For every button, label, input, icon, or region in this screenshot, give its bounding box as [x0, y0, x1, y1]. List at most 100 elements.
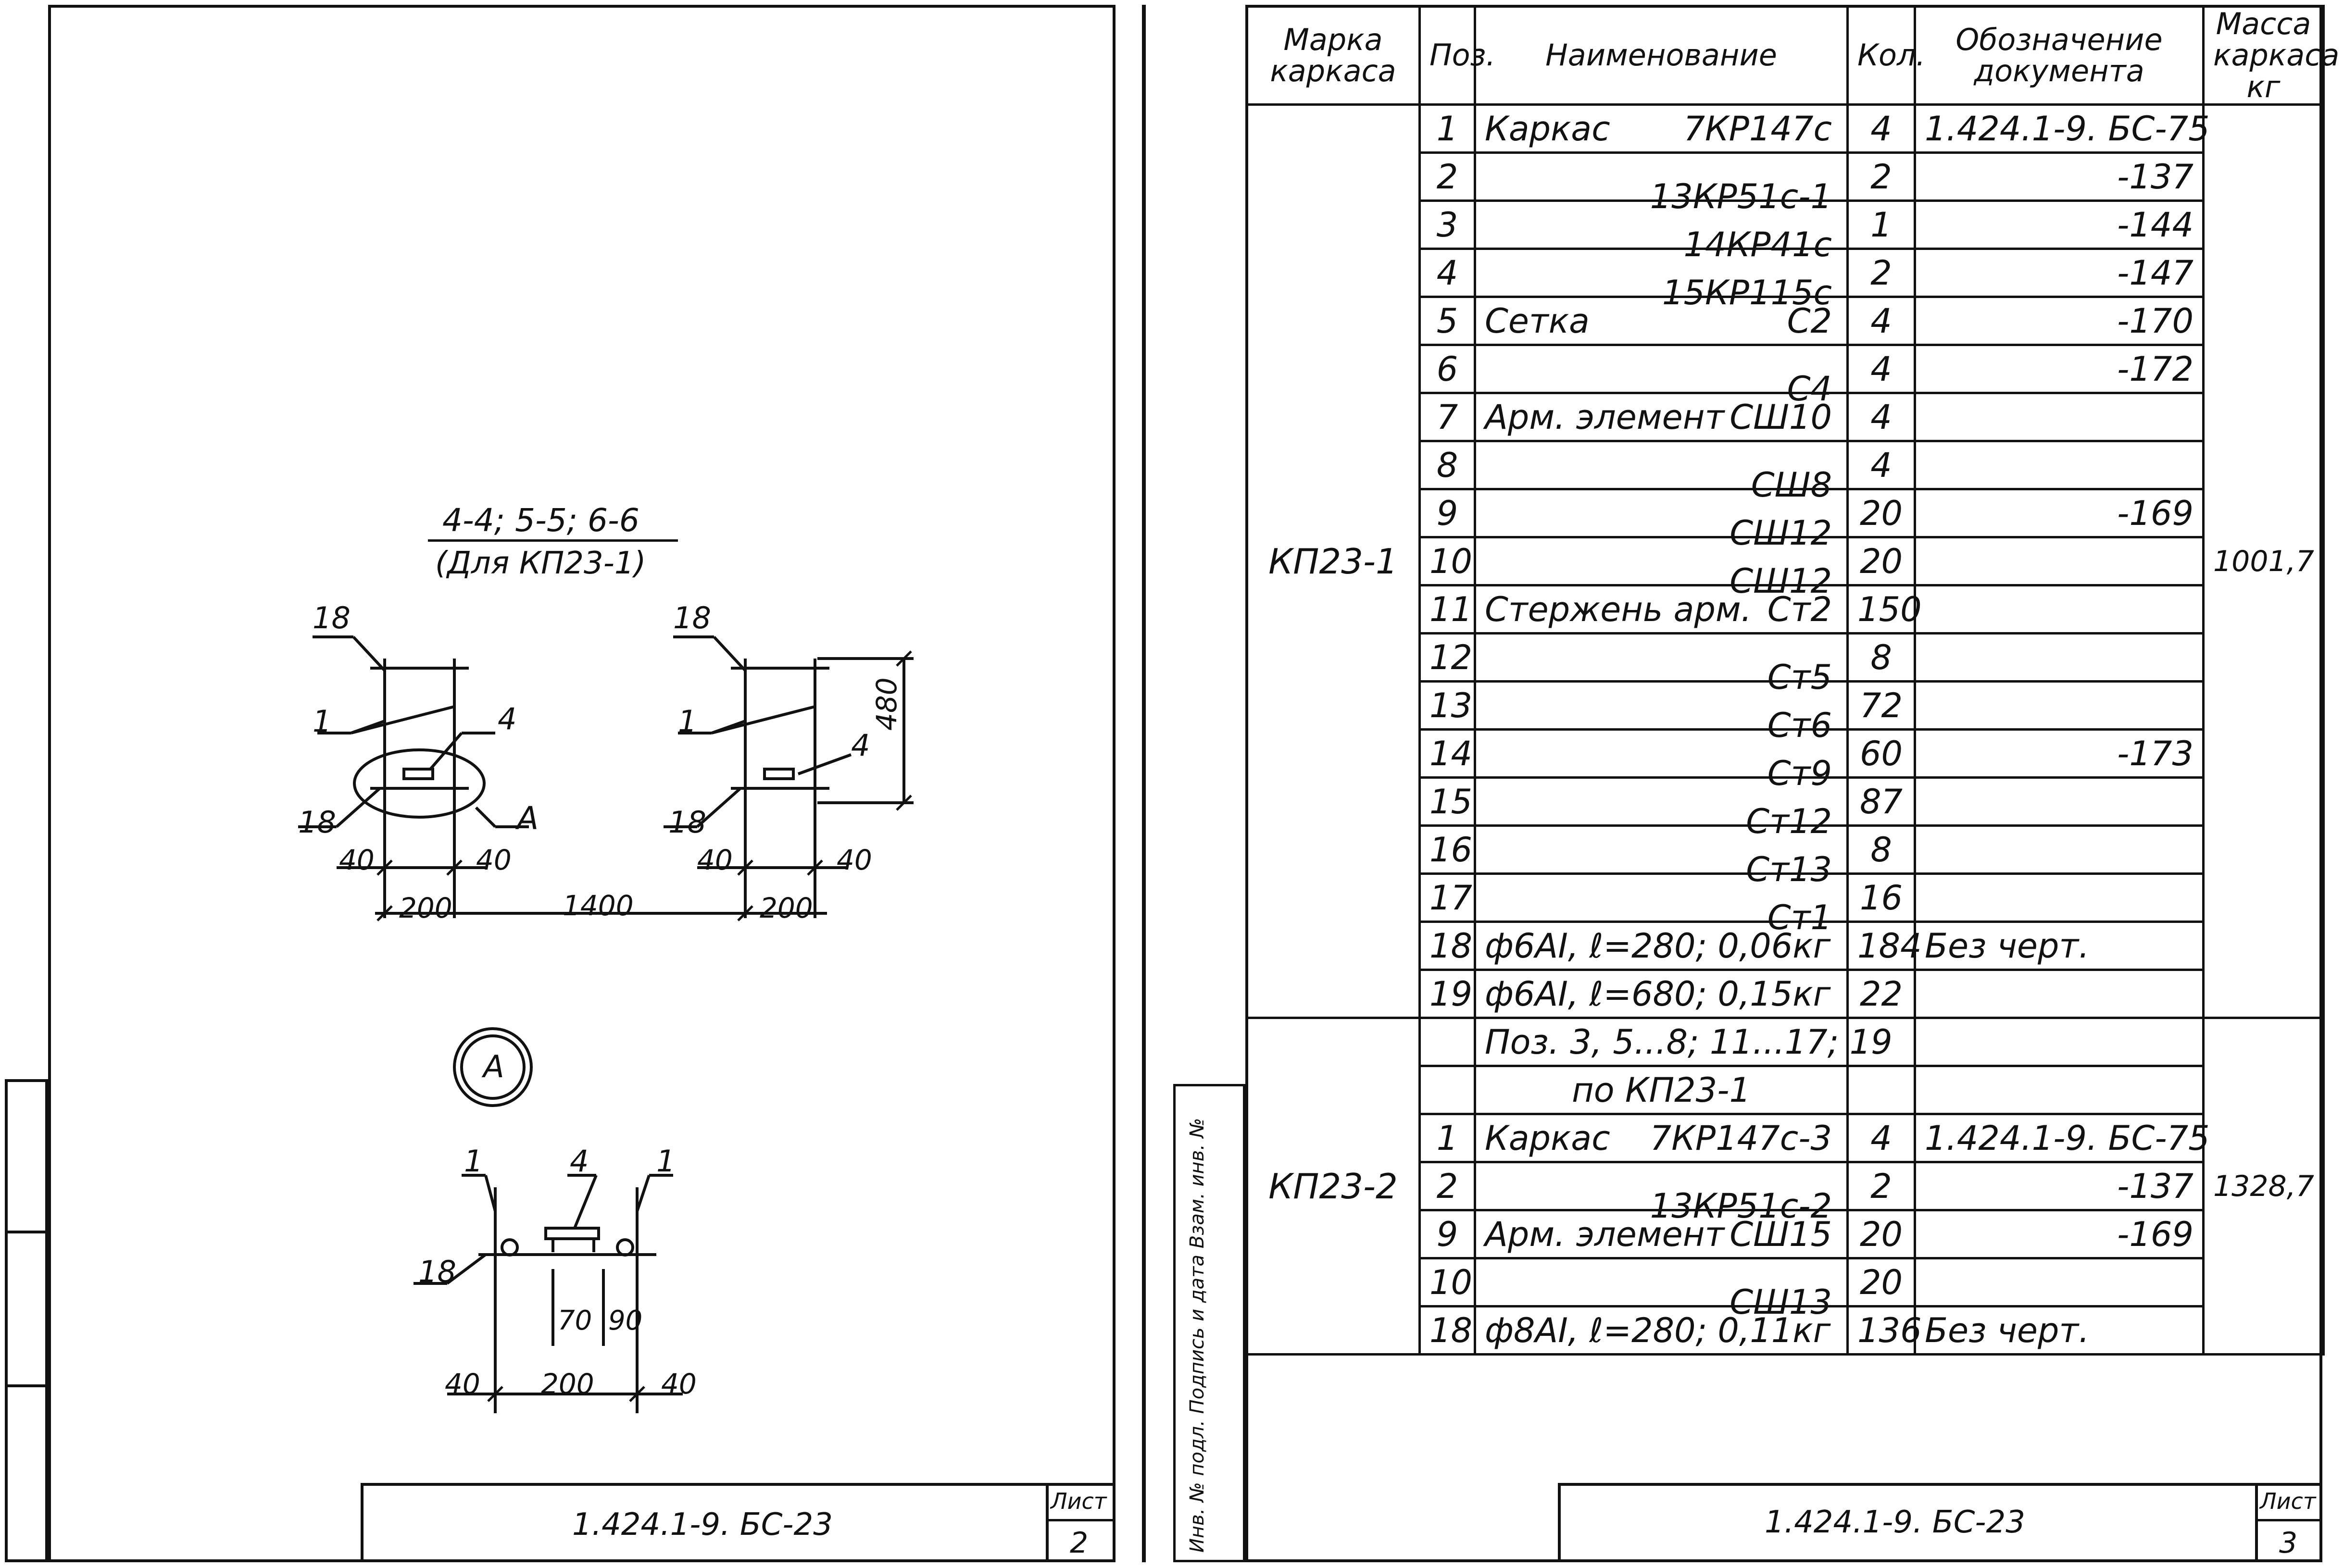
- dim-40: 40: [837, 844, 872, 876]
- row-pos: 2: [1418, 1161, 1476, 1211]
- row-qty: 4: [1846, 296, 1916, 346]
- row-doc: [1914, 969, 2205, 1019]
- right-title-block-divider: [2255, 1483, 2258, 1562]
- row-name-cell: Ст5: [1474, 632, 1849, 697]
- group-note: Поз. 3, 5...8; 11...17; 19: [1474, 1017, 1893, 1067]
- row-pos: 11: [1418, 584, 1476, 635]
- row-doc: [1914, 536, 2205, 586]
- row-name-cell: Стержень арм.Ст2: [1474, 584, 1849, 635]
- dim-40: 40: [697, 844, 733, 876]
- row-qty: 8: [1846, 824, 1916, 875]
- row-name-cell: СШ12: [1474, 536, 1849, 601]
- section-title: 4-4; 5-5; 6-6: [442, 502, 639, 539]
- row-qty: 20: [1846, 1209, 1916, 1259]
- row-pos: 9: [1418, 1209, 1476, 1259]
- row-doc: Без черт.: [1914, 921, 2205, 971]
- row-doc: [1914, 632, 2205, 683]
- callout-1: 1: [313, 704, 332, 739]
- row-qty: 16: [1846, 872, 1916, 923]
- row-doc: [1914, 872, 2205, 923]
- row-pos: 4: [1418, 248, 1476, 298]
- row-name-cell: 15КР115с: [1474, 248, 1849, 312]
- row-doc: -172: [1914, 344, 2205, 394]
- row-qty: 20: [1846, 536, 1916, 586]
- row-qty: 87: [1846, 776, 1916, 827]
- row-name: Арм. элемент: [1485, 1214, 1725, 1254]
- row-pos: 7: [1418, 392, 1476, 442]
- dim-200: 200: [399, 892, 452, 924]
- row-doc: 1.424.1-9. БС-75: [1914, 1113, 2210, 1163]
- dim-70: 70: [558, 1305, 592, 1336]
- row-doc: -169: [1914, 1209, 2205, 1259]
- callout-4: 4: [498, 701, 517, 736]
- section-subtitle: (Для КП23-1): [435, 546, 646, 581]
- row-qty: 2: [1846, 248, 1916, 298]
- callout-4: 4: [851, 728, 870, 763]
- callout-1: 1: [656, 1144, 676, 1179]
- row-pos: 18: [1418, 1305, 1476, 1356]
- dim-1400: 1400: [563, 889, 634, 922]
- row-name: Сетка: [1485, 301, 1590, 341]
- callout-4: 4: [570, 1144, 589, 1179]
- row-qty: 4: [1846, 392, 1916, 442]
- group-note: по КП23-1: [1474, 1065, 1849, 1115]
- header-mass: Масса каркаса кг: [2202, 5, 2339, 106]
- row-name-cell: Ст9: [1474, 728, 1849, 793]
- row-pos: 1: [1418, 103, 1476, 154]
- row-pos-empty: [1418, 1017, 1476, 1067]
- row-qty: 2: [1846, 151, 1916, 202]
- dim-480: 480: [870, 677, 903, 731]
- row-qty: 1: [1846, 199, 1916, 250]
- row-name-cell: Ст12: [1474, 776, 1849, 841]
- left-binding-divider: [5, 1384, 48, 1387]
- row-pos: 6: [1418, 344, 1476, 394]
- left-title-block-divider: [1046, 1519, 1116, 1521]
- callout-A: А: [517, 800, 539, 837]
- row-name-cell: 13КР51с-2: [1474, 1161, 1849, 1226]
- row-pos: 10: [1418, 536, 1476, 586]
- row-qty: 4: [1846, 344, 1916, 394]
- row-doc: -169: [1914, 488, 2205, 538]
- row-pos: 13: [1418, 680, 1476, 731]
- row-mark: СШ15: [1730, 1214, 1832, 1254]
- row-mark: Ст2: [1767, 589, 1832, 629]
- row-pos: 17: [1418, 872, 1476, 923]
- callout-1: 1: [464, 1144, 483, 1179]
- row-pos: 12: [1418, 632, 1476, 683]
- row-name-cell: Ст13: [1474, 824, 1849, 889]
- callout-18: 18: [668, 805, 706, 840]
- row-doc: -137: [1914, 151, 2205, 202]
- callout-18: 18: [673, 600, 711, 635]
- callout-18: 18: [298, 805, 336, 840]
- header-marka: Марка каркаса: [1245, 5, 1421, 106]
- row-name-cell: С4: [1474, 344, 1849, 409]
- right-title-block-divider: [2255, 1519, 2322, 1521]
- group-mass: 1328,7: [2202, 1017, 2325, 1356]
- row-pos: 15: [1418, 776, 1476, 827]
- row-name-cell: ф8АI, ℓ=280; 0,11кг: [1474, 1305, 1849, 1356]
- dim-40: 40: [339, 844, 375, 876]
- dim-90: 90: [608, 1305, 643, 1336]
- row-name-cell: Ст1: [1474, 872, 1849, 937]
- row-pos: 16: [1418, 824, 1476, 875]
- row-pos: 5: [1418, 296, 1476, 346]
- row-doc: [1914, 392, 2205, 442]
- row-doc: 1.424.1-9. БС-75: [1914, 103, 2210, 154]
- dim-40: 40: [445, 1368, 480, 1400]
- row-name: Каркас: [1485, 109, 1610, 149]
- dim-200: 200: [760, 892, 813, 924]
